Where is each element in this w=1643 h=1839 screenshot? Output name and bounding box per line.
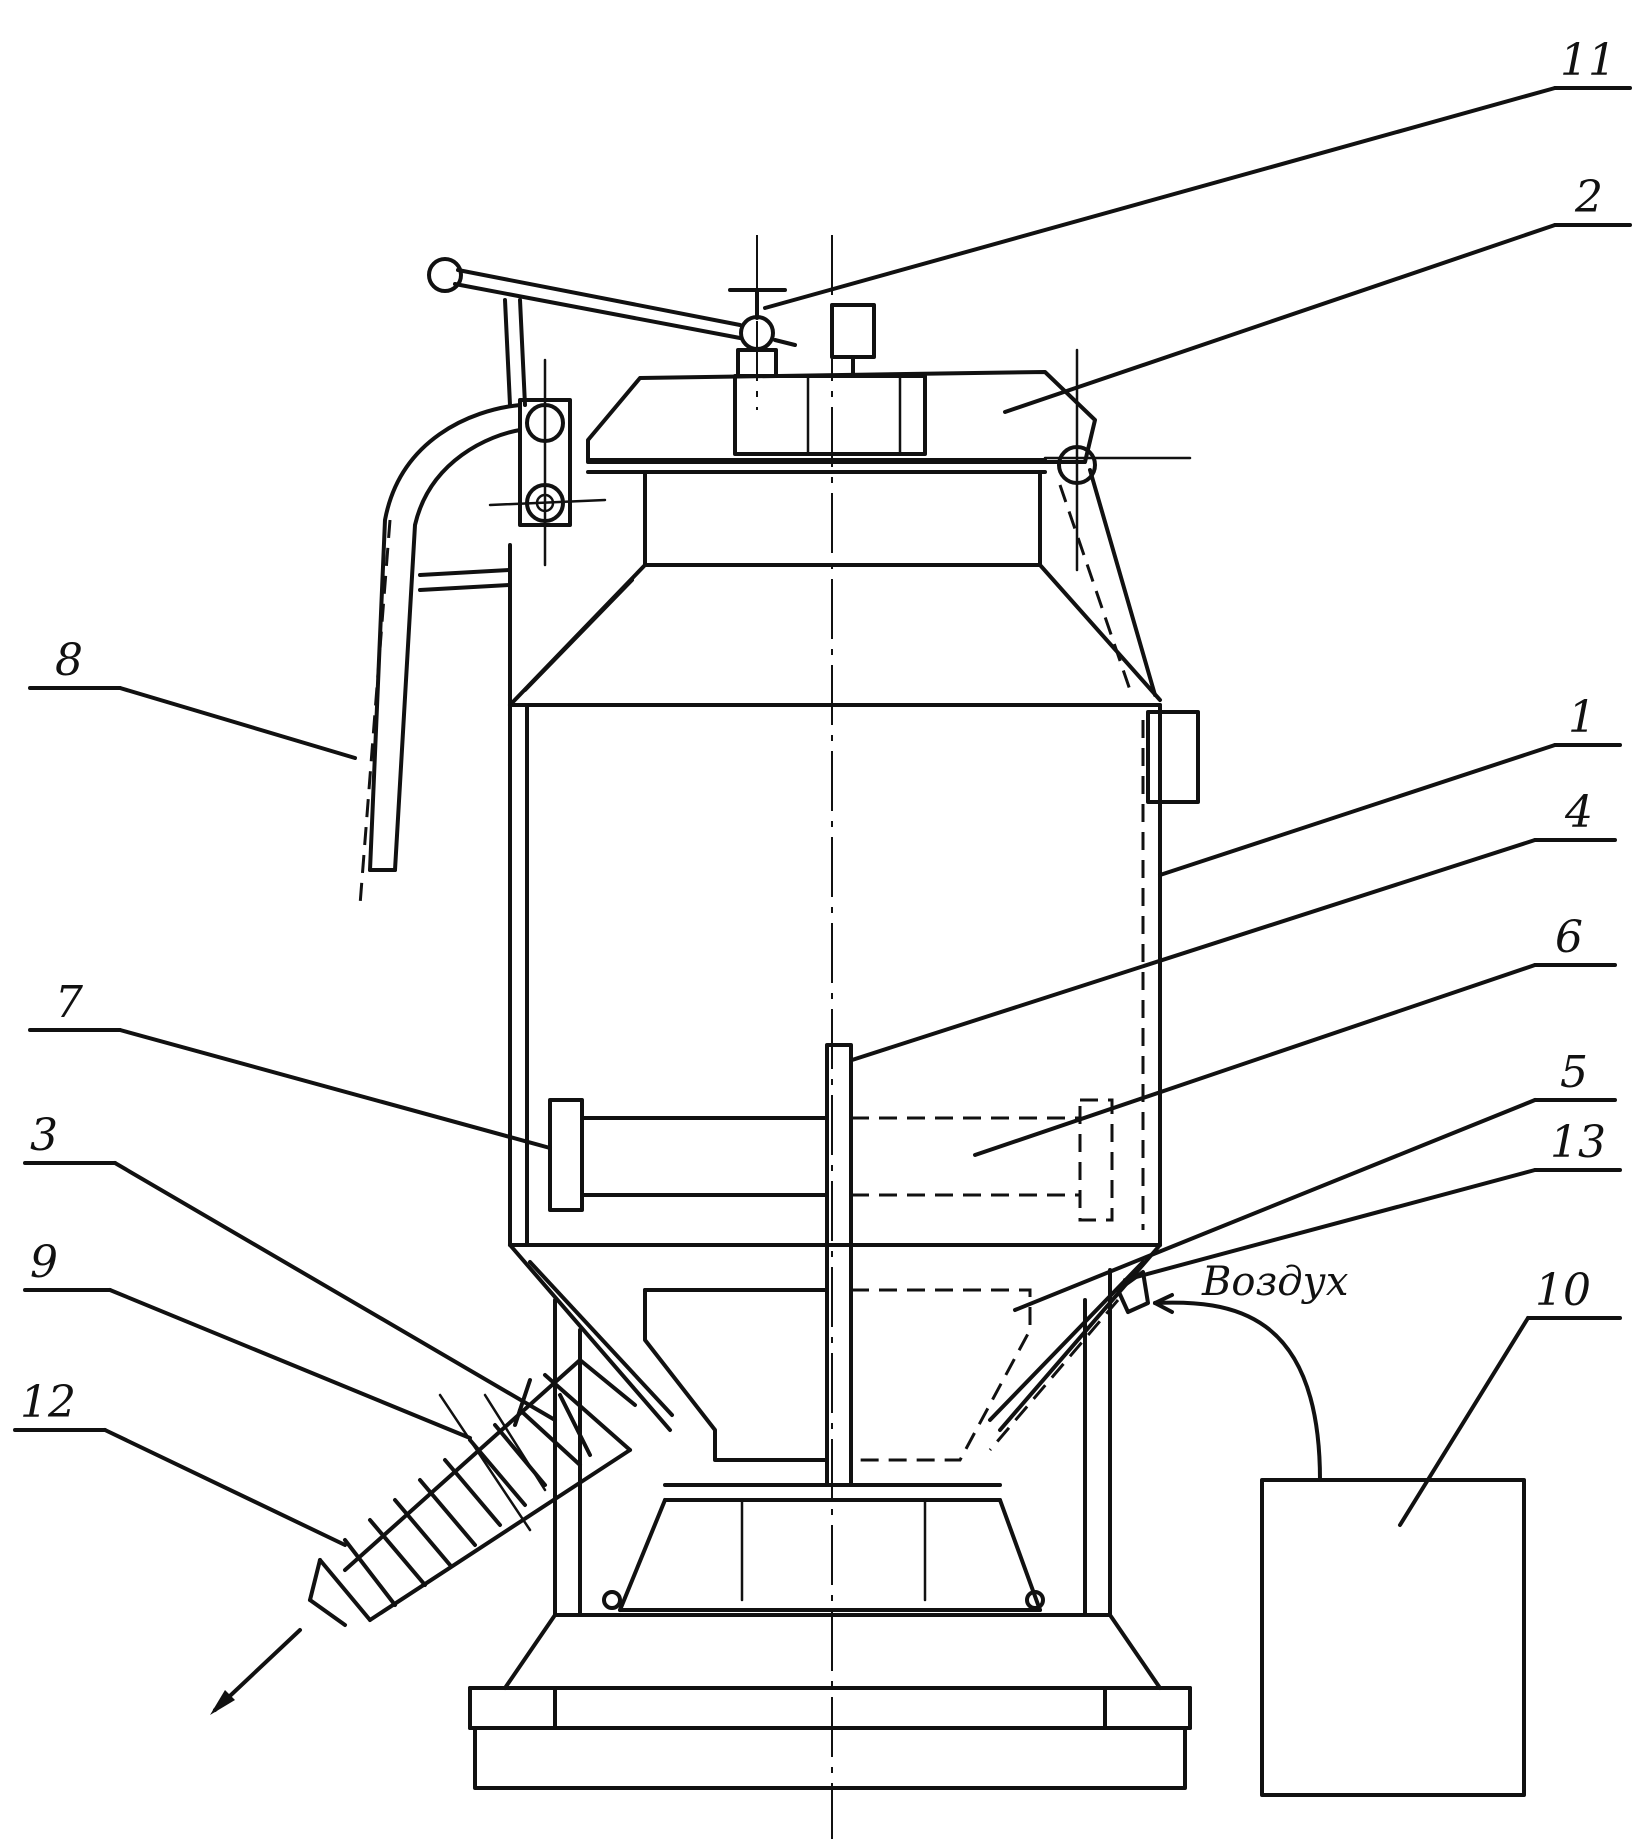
- base-platform: [470, 1615, 1190, 1788]
- label-3: 3: [30, 1110, 58, 1161]
- label-8: 8: [55, 635, 83, 686]
- leader-11-diag: [765, 88, 1555, 308]
- air-annotation: Воздух: [1201, 1259, 1348, 1305]
- stirrer-shaft-4: [827, 1045, 851, 1485]
- label-5: 5: [1560, 1047, 1588, 1098]
- top-cover: [588, 372, 1095, 472]
- lower-cone: [510, 1245, 1160, 1430]
- label-9: 9: [30, 1237, 58, 1288]
- leader-10-diag: [1400, 1318, 1528, 1525]
- leader-9-diag: [110, 1290, 470, 1438]
- label-7: 7: [55, 977, 83, 1028]
- leader-7-diag: [120, 1030, 550, 1148]
- hinge-right: [1045, 350, 1190, 695]
- label-1: 1: [1568, 692, 1596, 743]
- label-12: 12: [20, 1377, 76, 1428]
- lever-arm: [429, 259, 740, 405]
- output-arrow: [210, 1630, 300, 1715]
- main-vessel: [510, 545, 1198, 1245]
- leader-2-diag: [1005, 225, 1555, 412]
- leader-1-diag: [1160, 745, 1555, 875]
- label-11: 11: [1560, 35, 1616, 86]
- leader-4-diag: [852, 840, 1535, 1060]
- label-13: 13: [1550, 1117, 1606, 1168]
- label-6: 6: [1555, 912, 1583, 963]
- leader-12-diag: [105, 1430, 345, 1545]
- label-4: 4: [1564, 787, 1593, 838]
- gauge-block: [832, 305, 874, 376]
- leader-8-diag: [120, 688, 355, 758]
- vessel-neck: [645, 472, 1040, 565]
- label-2: 2: [1574, 172, 1603, 223]
- label-10: 10: [1535, 1265, 1591, 1316]
- hose-8: [360, 405, 520, 905]
- inner-basket-5: [645, 1290, 1030, 1460]
- compressor-box-10: [1262, 1480, 1524, 1795]
- screw-conveyor: [310, 1360, 635, 1625]
